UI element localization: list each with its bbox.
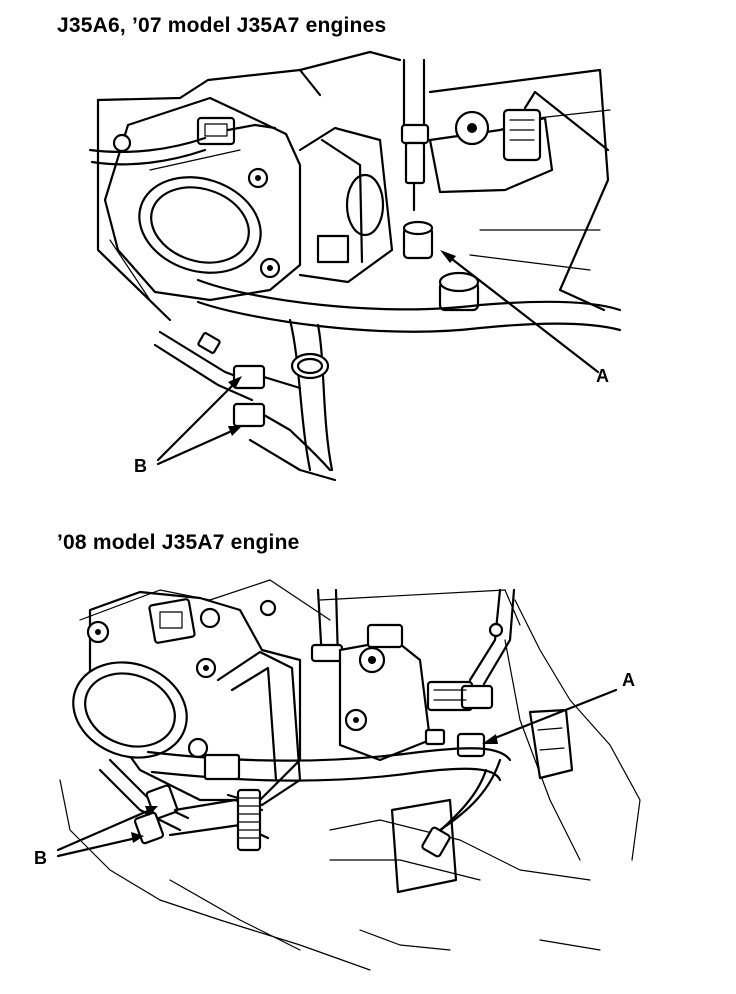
leader-line-a-bottom bbox=[488, 688, 618, 742]
hose-clamp-top bbox=[290, 352, 330, 380]
top-throttle-body-illustration bbox=[88, 50, 622, 482]
bolt-icon bbox=[259, 599, 277, 617]
leader-line-b1-bottom bbox=[56, 808, 152, 852]
sensor-connector-bottom bbox=[148, 598, 196, 644]
callout-a-bottom: A bbox=[622, 670, 635, 690]
leader-line-b2-bottom bbox=[56, 836, 138, 858]
actuator-tab bbox=[316, 234, 350, 264]
vacuum-nipple-a-bottom bbox=[456, 732, 486, 758]
leader-line-b2-top bbox=[156, 428, 236, 466]
corrugated-clamp bbox=[236, 788, 262, 852]
hose-connector-b1-top bbox=[232, 364, 266, 390]
bolt-icon bbox=[199, 607, 221, 629]
throttle-bore-bottom bbox=[72, 661, 188, 759]
purge-solenoid-bottom bbox=[338, 638, 432, 762]
bolt-icon bbox=[187, 737, 209, 759]
diagram-title-top: J35A6, ’07 model J35A7 engines bbox=[57, 14, 387, 37]
callout-b-top: B bbox=[134, 456, 147, 476]
callout-a-top: A bbox=[596, 366, 609, 386]
bolt-icon bbox=[112, 133, 132, 153]
hose-connector-b2-top bbox=[232, 402, 266, 428]
leader-line-b1-top bbox=[156, 380, 238, 462]
callout-b-bottom: B bbox=[34, 848, 47, 868]
bottom-throttle-body-illustration bbox=[56, 579, 641, 971]
diagram-title-bottom: ’08 model J35A7 engine bbox=[57, 531, 300, 554]
leader-line-a-top bbox=[446, 254, 600, 374]
